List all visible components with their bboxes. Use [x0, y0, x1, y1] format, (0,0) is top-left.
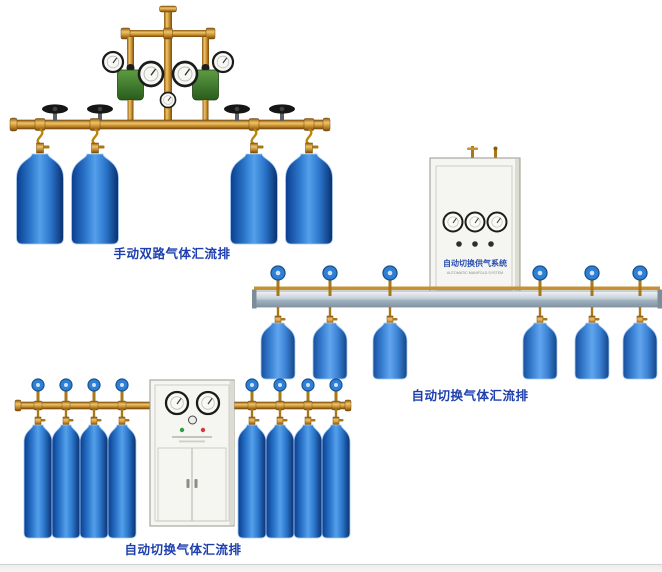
indicator-light-green	[179, 427, 185, 433]
manifold-header-pipe	[9, 117, 331, 132]
manifold-rail	[252, 286, 662, 309]
pressure-gauge	[171, 60, 199, 88]
gas-cylinder-station	[312, 265, 348, 380]
door-handle	[186, 479, 190, 488]
valve-handwheel	[42, 104, 68, 121]
gas-cylinder-station	[574, 265, 610, 380]
indicator-knob	[488, 241, 494, 247]
small-dial	[188, 415, 197, 425]
gas-cylinder-station	[260, 265, 296, 380]
pressure-gauge	[101, 50, 125, 74]
door-handle	[194, 479, 198, 488]
gas-cylinder-station	[522, 265, 558, 380]
auto-switch-wall-manifold-illustration: 自动切换供气系统 AUTOMATIC MANIFOLD SYSTEM	[252, 146, 662, 380]
riser-and-cross-pipes	[120, 5, 216, 122]
gas-cylinder-station	[372, 265, 408, 380]
indicator-light-red	[200, 427, 206, 433]
figure-caption: 自动切换气体汇流排	[124, 543, 242, 557]
pressure-gauge	[464, 211, 486, 233]
pressure-gauge	[159, 91, 177, 109]
gas-cylinder-station	[622, 265, 658, 380]
pressure-gauge	[211, 50, 235, 74]
pressure-regulators	[117, 64, 219, 121]
pressure-gauge	[137, 60, 165, 88]
indicator-knob	[472, 241, 478, 247]
gauge-cabinet	[149, 379, 235, 527]
figure-caption: 手动双路气体汇流排	[113, 247, 231, 261]
indicator-knob	[456, 241, 462, 247]
pressure-gauge	[442, 211, 464, 233]
figure-caption: 自动切换气体汇流排	[411, 389, 529, 403]
cabinet-sublabel-text: AUTOMATIC MANIFOLD SYSTEM	[447, 271, 503, 275]
valve-handwheel	[224, 104, 250, 121]
valve-handwheel	[269, 104, 295, 121]
control-cabinet: 自动切换供气系统 AUTOMATIC MANIFOLD SYSTEM	[429, 146, 521, 299]
pressure-gauge	[486, 211, 508, 233]
cabinet-label-text: 自动切换供气系统	[443, 258, 507, 268]
gas-cylinder-station	[70, 117, 120, 246]
gas-cylinder-station	[15, 117, 65, 246]
page-bottom-divider	[0, 564, 662, 572]
auto-switch-floor-manifold-illustration	[14, 378, 352, 539]
pressure-gauge	[164, 390, 190, 416]
pressure-gauge	[195, 390, 221, 416]
manual-dual-manifold-illustration	[9, 5, 334, 246]
